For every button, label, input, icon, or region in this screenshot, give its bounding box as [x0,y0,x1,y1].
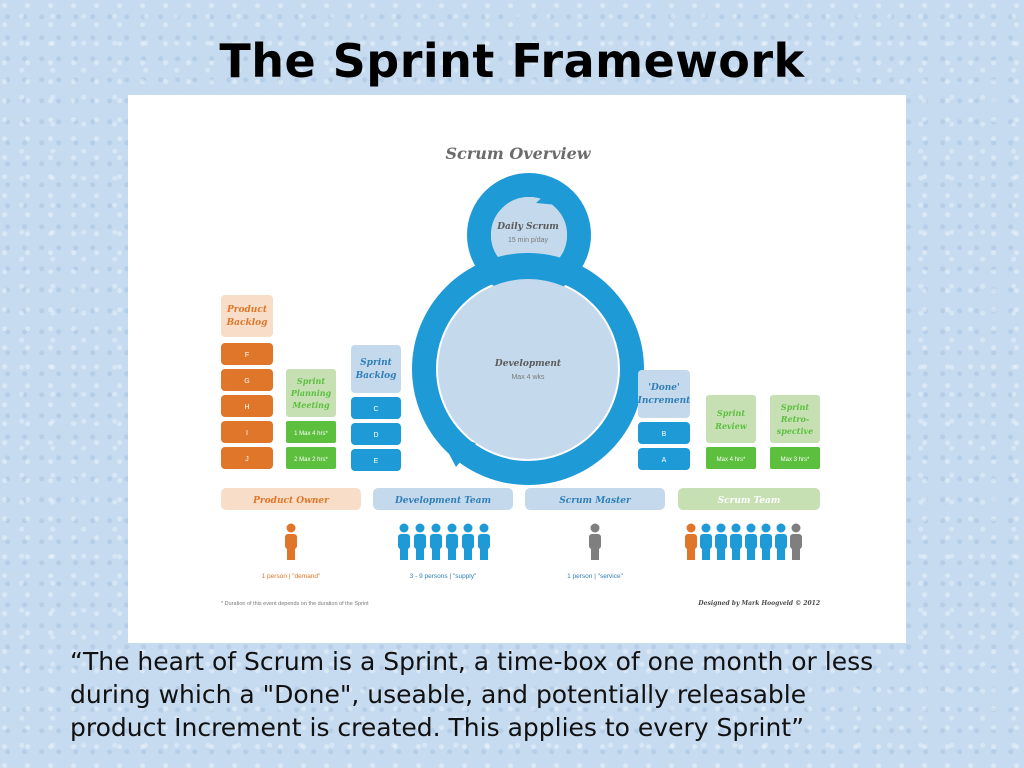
development-sub: Max 4 wks [511,374,545,381]
sprint-planning-label-2: Planning [290,388,332,398]
sprint-planning-meeting: Sprint Planning Meeting 1 Max 4 hrs* 2 M… [286,369,336,469]
daily-scrum-arrow-icon [536,181,580,207]
sprint-backlog: Sprint Backlog C D E [351,345,401,471]
person-icon [285,523,297,560]
sprint-retro-label-3: spective [777,426,814,436]
sprint-retro-time: Max 3 hrs* [781,457,810,463]
product-backlog-item: I [246,430,248,437]
sprint-retro-label-2: Retro- [780,414,809,424]
product-backlog-item: J [245,456,249,463]
sprint-review: Sprint Review Max 4 hrs* [706,395,756,469]
sprint-backlog-item: E [374,458,379,465]
scrum-master-caption: 1 person | "service" [567,573,623,580]
sprint-review-label-1: Sprint [717,408,745,418]
sprint-review-time: Max 4 hrs* [717,457,746,463]
daily-scrum-circle [491,197,567,273]
sprint-planning-label-1: Sprint [297,376,325,386]
done-increment-label-1: 'Done' [648,383,680,393]
sprint-retro-label-1: Sprint [781,402,809,412]
done-increment-item: B [662,431,667,438]
development-label: Development [494,359,562,369]
role-scrum-team: Scrum Team [718,496,781,506]
product-backlog-label-1: Product [226,305,268,315]
done-increment-item: A [662,457,667,464]
sprint-planning-time: 2 Max 2 hrs* [294,457,328,463]
credit: Designed by Mark Hoogveld © 2012 [697,600,820,607]
done-increment-label-2: Increment [637,396,691,406]
product-backlog-item: H [244,404,249,411]
development-team-caption: 3 - 9 persons | "supply" [410,573,477,580]
role-development-team: Development Team [394,496,491,506]
sprint-backlog-label-2: Backlog [355,371,397,381]
person-icon [398,523,490,560]
sprint-backlog-label-1: Sprint [360,358,392,368]
sprint-backlog-item: D [373,432,378,439]
daily-scrum-label: Daily Scrum [496,222,559,232]
role-product-owner: Product Owner [252,496,330,506]
footnote: * Duration of this event depends on the … [221,601,369,607]
diagram-heading: Scrum Overview [445,144,591,163]
product-backlog-item: G [244,378,249,385]
daily-scrum-sub: 15 min p/day [508,237,549,244]
product-backlog-label-2: Backlog [226,318,268,328]
role-scrum-master: Scrum Master [559,496,632,506]
product-backlog: Product Backlog F G H I J [221,295,273,469]
sprint-backlog-item: C [373,406,378,413]
slide-title: The Sprint Framework [219,34,805,88]
sprint-definition-quote: “The heart of Scrum is a Sprint, a time-… [70,647,874,742]
development-circle [438,279,618,459]
sprint-arrow-icon [438,433,476,467]
person-icon [700,523,787,560]
scrum-overview-diagram: Scrum Overview Daily Scrum 15 min p/day … [128,95,906,643]
sprint-loop [412,253,644,485]
product-backlog-item: F [245,352,249,359]
scrum-diagram-svg: Scrum Overview Daily Scrum 15 min p/day … [221,144,820,607]
person-icon [589,523,601,560]
sprint-retrospective: Sprint Retro- spective Max 3 hrs* [770,395,820,469]
done-increment: 'Done' Increment B A [637,370,691,470]
sprint-planning-time: 1 Max 4 hrs* [294,431,328,437]
product-owner-caption: 1 person | "demand" [262,573,321,580]
sprint-planning-label-3: Meeting [291,400,330,410]
sprint-review-label-2: Review [714,421,748,431]
person-icon [790,523,802,560]
role-bars: Product Owner Development Team Scrum Mas… [221,488,820,510]
person-icon [685,523,697,560]
people-icons [285,523,802,560]
